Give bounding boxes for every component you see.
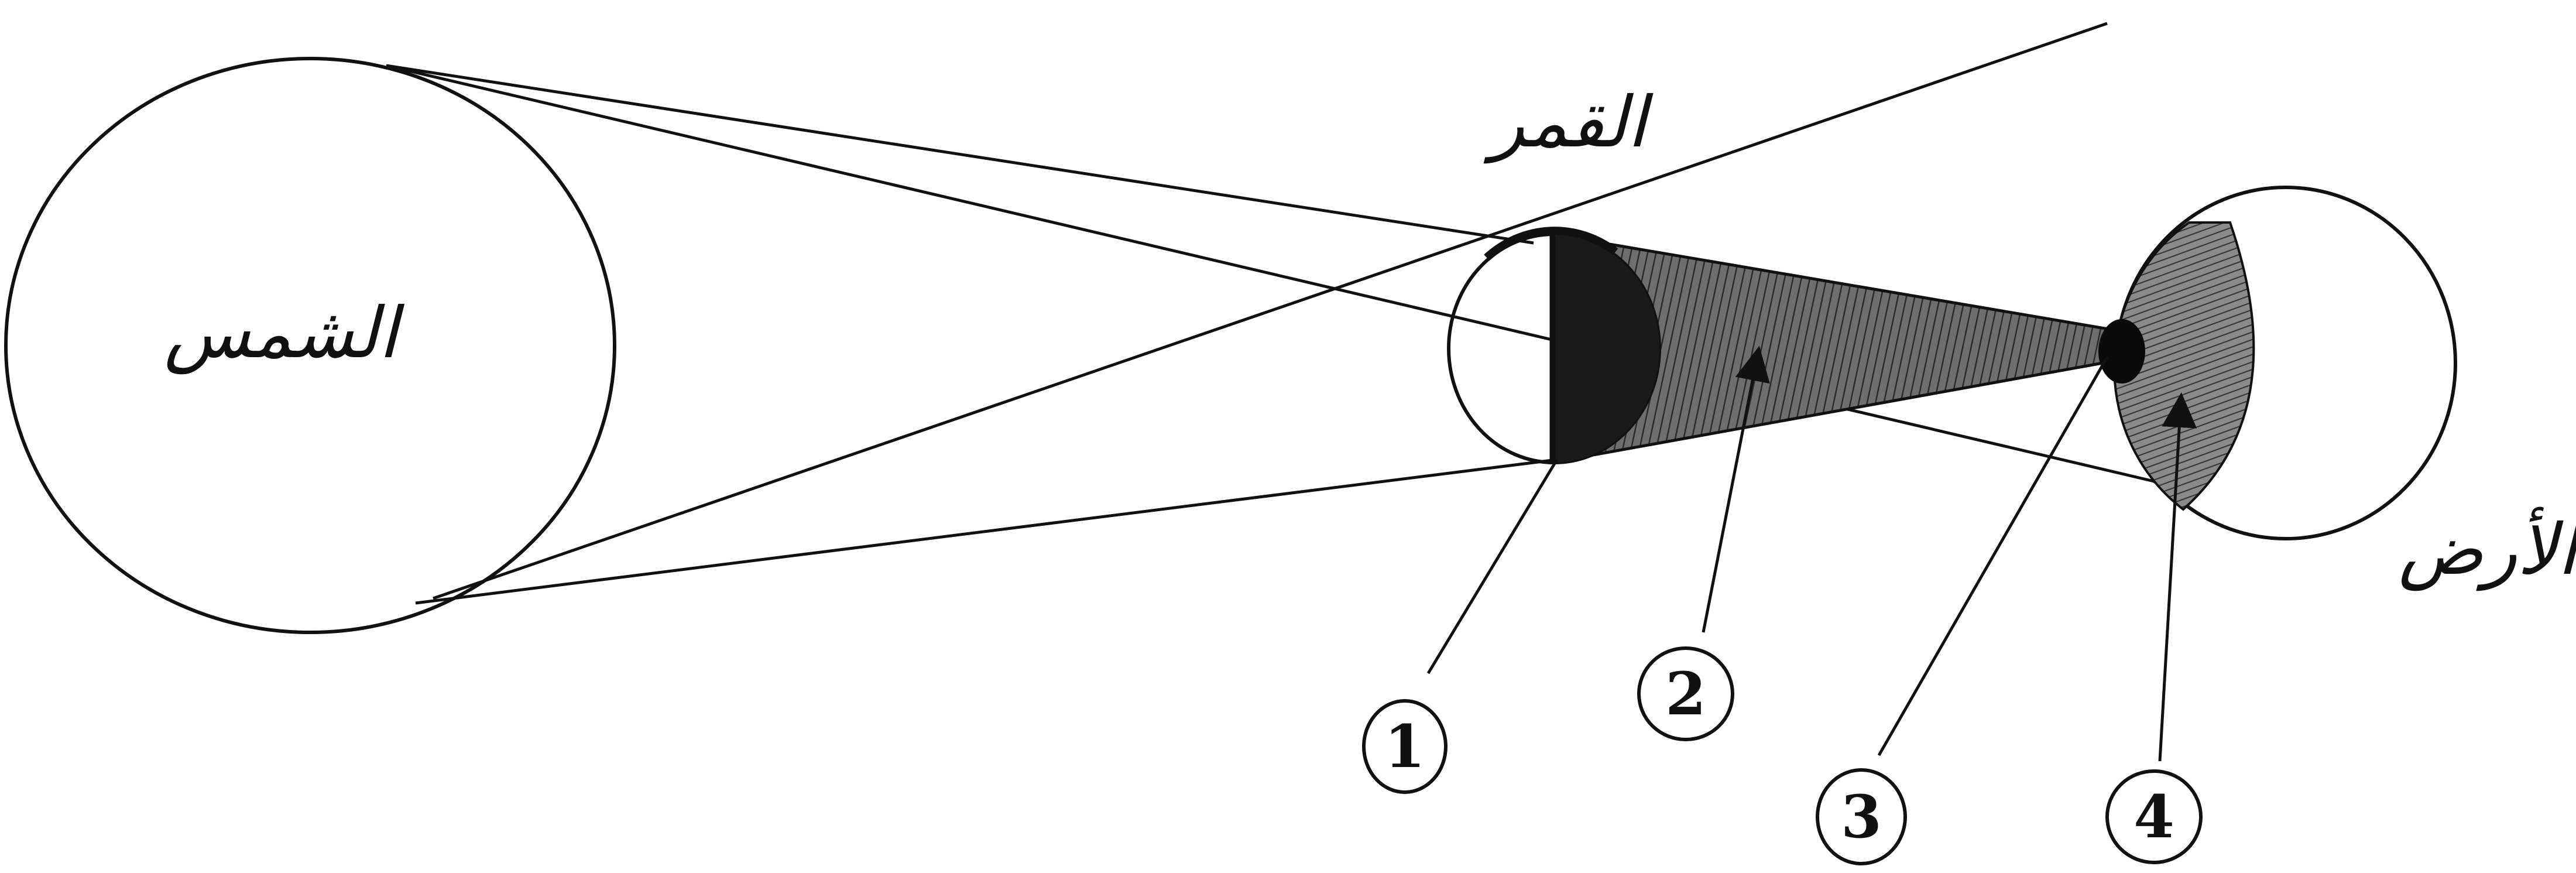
earth-umbra-spot — [2098, 319, 2145, 384]
pointer-3 — [1879, 357, 2107, 755]
ray-upper-outer — [386, 66, 1534, 243]
ray-lower-outer — [416, 460, 1557, 603]
marker-1-label: 1 — [1384, 712, 1425, 781]
moon-label: القمر — [1483, 82, 1654, 164]
earth-label: الأرض — [2399, 506, 2576, 591]
sun-label: الشمس — [164, 293, 404, 375]
marker-3-label: 3 — [1841, 782, 1882, 851]
ray-upper-cross — [386, 66, 2154, 481]
pointer-1 — [1428, 460, 1557, 673]
marker-4-label: 4 — [2133, 782, 2174, 851]
marker-2-label: 2 — [1665, 659, 1706, 728]
